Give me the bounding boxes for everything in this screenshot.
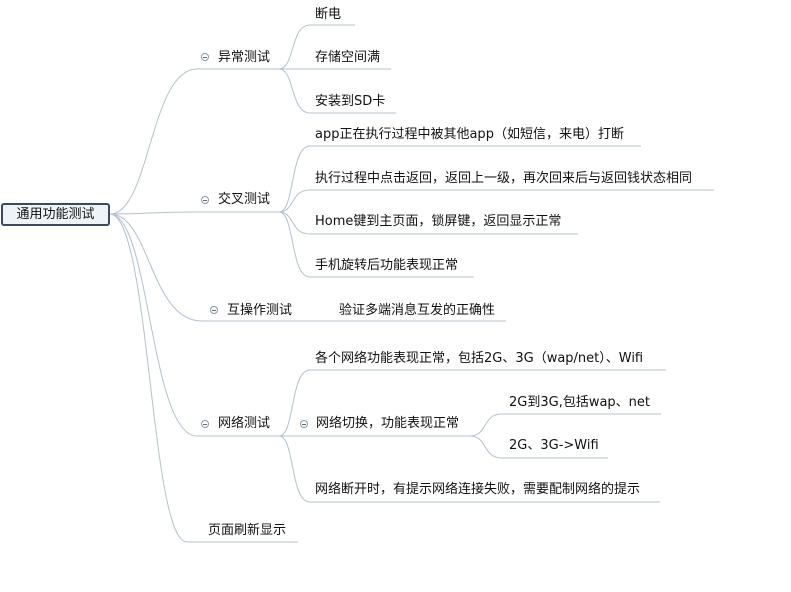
child-line: [278, 145, 641, 213]
mindmap-canvas: 通用功能测试 异常测试 断电 存储空间满 安装到SD卡 交叉测试 app正在执行…: [1, 7, 714, 543]
node-to-wifi[interactable]: 2G、3G->Wifi: [509, 438, 599, 453]
node-back-state[interactable]: 执行过程中点击返回，返回上一级，再次回来后与返回钱状态相同: [315, 171, 693, 186]
child-line: [278, 211, 578, 235]
node-power-off[interactable]: 断电: [315, 7, 342, 22]
branch-line-exception: [109, 68, 279, 215]
node-network-functions[interactable]: 各个网络功能表现正常，包括2G、3G（wap/net）、Wifi: [315, 351, 644, 366]
branch-exception[interactable]: 异常测试: [218, 50, 271, 65]
node-rotation[interactable]: 手机旋转后功能表现正常: [315, 258, 459, 273]
node-interrupted[interactable]: app正在执行过程中被其他app（如短信，来电）打断: [315, 127, 624, 142]
node-disconnect-prompt[interactable]: 网络断开时，有提示网络连接失败，需要配制网络的提示: [315, 482, 641, 497]
child-line: [278, 211, 474, 278]
child-line: [469, 413, 661, 437]
node-install-sd[interactable]: 安装到SD卡: [315, 94, 386, 109]
branch-line-cross: [109, 211, 279, 215]
child-line: [278, 24, 355, 70]
child-line: [278, 189, 714, 213]
branch-interop[interactable]: 互操作测试: [227, 303, 293, 318]
node-multi-message[interactable]: 验证多端消息互发的正确性: [339, 303, 496, 318]
branch-network[interactable]: 网络测试: [218, 416, 271, 431]
node-network-switch[interactable]: 网络切换，功能表现正常: [316, 416, 460, 431]
connector-lines: [109, 24, 714, 543]
branch-line-interop: [109, 213, 304, 322]
collapse-toggle-icon[interactable]: [300, 420, 308, 428]
node-2g-3g[interactable]: 2G到3G,包括wap、net: [509, 395, 651, 410]
node-storage-full[interactable]: 存储空间满: [315, 50, 381, 65]
child-line: [469, 435, 608, 459]
node-home-lock[interactable]: Home键到主页面，锁屏键，返回显示正常: [315, 214, 562, 229]
branch-page-refresh[interactable]: 页面刷新显示: [208, 523, 287, 538]
branch-line-refresh: [109, 213, 298, 543]
collapse-toggle-icon[interactable]: [210, 306, 218, 314]
branch-cross[interactable]: 交叉测试: [218, 192, 271, 207]
child-line: [278, 435, 660, 503]
child-line: [278, 369, 666, 437]
root-topic[interactable]: 通用功能测试: [1, 203, 110, 226]
branch-line-network: [109, 213, 279, 437]
collapse-toggle-icon[interactable]: [201, 196, 209, 204]
child-line: [278, 68, 396, 114]
collapse-toggle-icon[interactable]: [201, 53, 209, 61]
collapse-toggle-icon[interactable]: [201, 420, 209, 428]
